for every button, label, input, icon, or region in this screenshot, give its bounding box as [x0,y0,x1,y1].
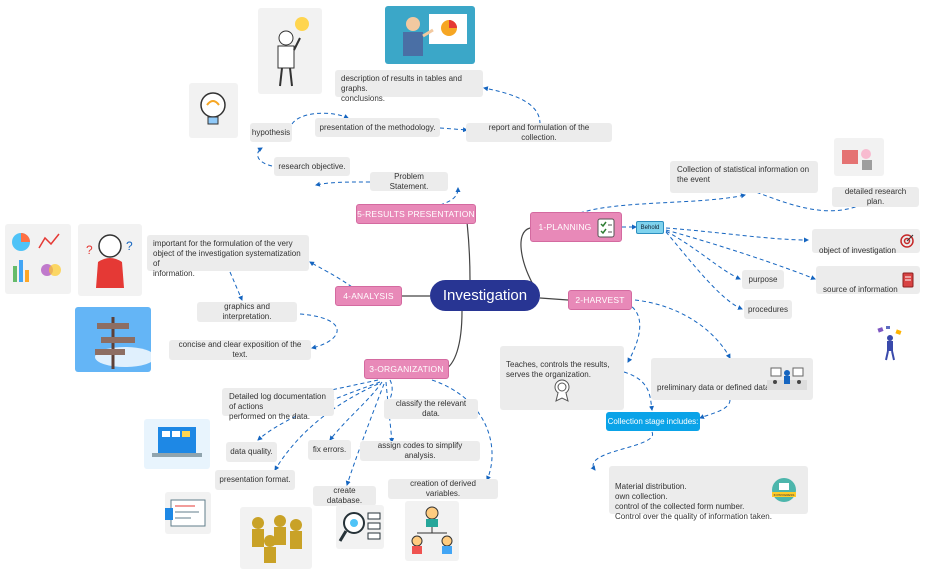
topic-planning[interactable]: 1-PLANNING [530,212,622,242]
signpost-image [75,307,151,372]
progress-badge-icon: IN PROGRESS [772,478,796,502]
arrow-org-format [274,383,379,471]
question-mark-left-icon: ? [86,243,93,257]
topic-organization[interactable]: 3-ORGANIZATION [364,359,449,379]
root-to-harvest [539,297,569,301]
node-object-investigation[interactable]: object of investigation [812,229,920,255]
node-material-label: Material distribution. own collection. c… [615,482,772,521]
arrow-methodology-report [439,127,468,133]
arrow-behold-source [665,229,816,280]
question-mark-right-icon: ? [126,239,133,253]
topic-results[interactable]: 5-RESULTS PRESENTATION [356,204,476,224]
arrow-behold-procedures [665,231,743,310]
node-log[interactable]: Detailed log documentation of actions pe… [222,388,334,421]
topic-planning-label: 1-PLANNING [538,222,592,232]
topic-analysis-label: 4-ANALYSIS [343,291,394,301]
node-report[interactable]: report and formulation of the collection… [466,123,612,142]
database-search-image [336,505,384,549]
node-hypothesis[interactable]: hypothesis [250,123,292,142]
node-derived[interactable]: creation of derived variables. [388,479,498,499]
node-objective[interactable]: research objective. [274,157,350,176]
thinking-person-image [258,8,322,94]
node-problem[interactable]: Problem Statement. [370,172,448,191]
research-plan-image [834,138,884,176]
arrow-graphics-concise [299,313,338,350]
target-icon [900,234,914,248]
node-source-information[interactable]: source of information [816,266,920,294]
team-data-icon [767,367,807,390]
book-icon [902,272,914,288]
topic-analysis[interactable]: 4-ANALYSIS [335,286,402,306]
node-purpose[interactable]: purpose [742,270,784,289]
node-classify[interactable]: classify the relevant data. [384,399,478,419]
checklist-icon [597,218,615,238]
node-collection[interactable]: Collection of statistical information on… [670,161,818,193]
node-format[interactable]: presentation format. [215,470,295,490]
document-image [165,492,211,534]
topic-harvest-label: 2-HARVEST [575,295,625,305]
node-concise[interactable]: concise and clear exposition of the text… [169,340,311,360]
laptop-image [144,419,210,469]
node-object-label: object of investigation [819,246,896,255]
node-preliminary[interactable]: preliminary data or defined data. [651,358,813,400]
arrow-problem-objective [315,181,371,187]
node-material[interactable]: Material distribution. own collection. c… [609,466,808,521]
arrow-analysis-important [309,261,353,288]
node-database[interactable]: create database. [313,486,376,506]
arrow-collection-plan [749,189,871,212]
presenter-image [385,6,475,64]
arrow-harvest-preliminary [634,299,731,359]
node-preliminary-label: preliminary data or defined data. [657,383,772,392]
charts-image [5,224,71,294]
arrow-stage-material [590,431,653,471]
hierarchy-people-image [405,501,459,561]
lightbulb-image [189,83,238,138]
arrow-org-database [345,383,385,486]
award-ribbon-icon [554,379,570,402]
node-methodology[interactable]: presentation of the methodology. [315,118,440,137]
node-source-label: source of information [823,285,898,294]
arrow-org-fix [329,381,383,441]
progress-badge-text: IN PROGRESS [774,493,795,497]
topic-harvest[interactable]: 2-HARVEST [568,290,632,310]
arrow-report-description [483,86,541,125]
arrow-results-problem [439,187,461,206]
confused-person-image: ? ? [78,224,142,296]
teamwork-image [240,507,312,569]
topic-results-label: 5-RESULTS PRESENTATION [357,209,475,219]
arrow-behold-purpose [665,230,741,280]
arrow-org-derived [431,379,493,481]
node-description[interactable]: description of results in tables and gra… [335,70,483,103]
arrow-org-quality [257,381,381,441]
node-codes[interactable]: assign codes to simplify analysis. [360,441,480,461]
topic-organization-label: 3-ORGANIZATION [369,364,444,374]
arrow-org-log [321,379,379,394]
arrow-teaches-stage [623,371,654,411]
root-label: Investigation [442,287,528,304]
node-graphics[interactable]: graphics and interpretation. [197,302,297,322]
arrow-planning-collection [579,193,746,214]
node-teaches[interactable]: Teaches, controls the results, serves th… [500,346,624,410]
tag-behold[interactable]: Behold [636,221,664,234]
node-procedures[interactable]: procedures [744,300,792,319]
arrow-objective-hypothesis [257,147,273,167]
root-to-results [466,221,471,281]
node-important[interactable]: important for the formulation of the ver… [147,235,309,278]
node-fix[interactable]: fix errors. [308,440,351,460]
person-with-papers-icon [877,326,902,361]
node-detailed-plan[interactable]: detailed research plan. [832,187,919,207]
root-topic[interactable]: Investigation [430,280,540,311]
node-quality[interactable]: data quality. [226,442,277,462]
arrow-important-graphics [229,271,243,301]
node-teaches-label: Teaches, controls the results, serves th… [506,360,610,379]
arrow-preliminary-stage [699,399,731,419]
arrow-behold-object [665,227,809,243]
stage-collection[interactable]: Collection stage includes: [606,412,700,431]
